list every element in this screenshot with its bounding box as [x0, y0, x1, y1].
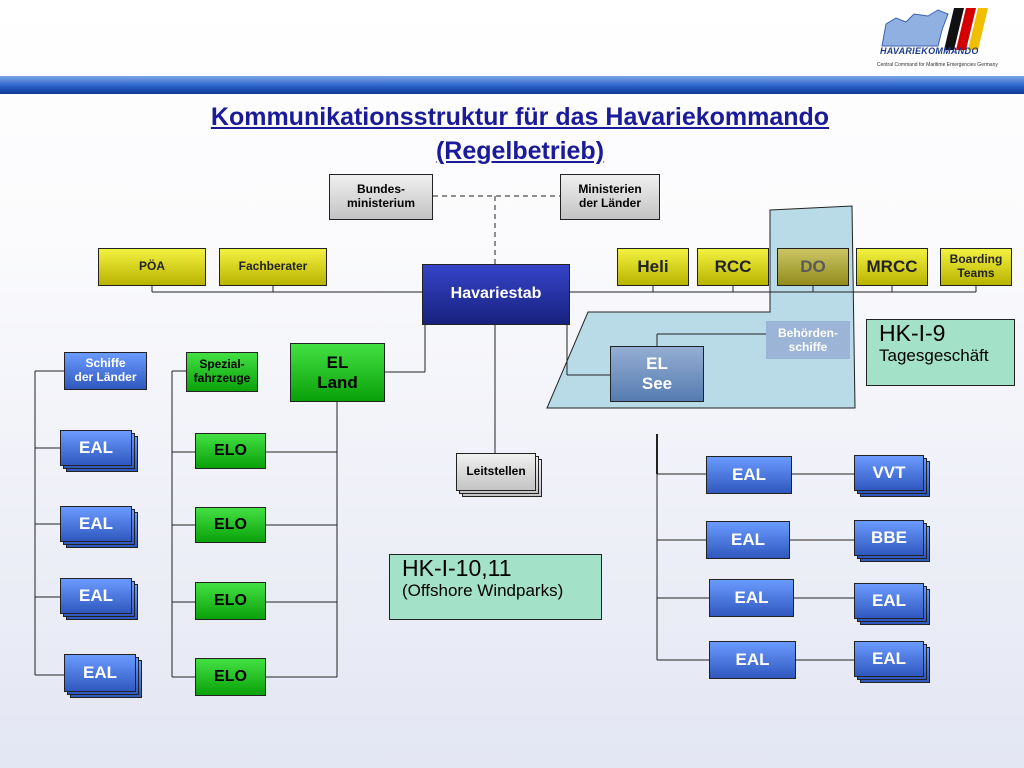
eal-right-2: EAL	[706, 521, 790, 559]
eal-label: EAL	[731, 530, 765, 550]
elo-label: ELO	[214, 515, 247, 533]
hk-i-10-11-title: HK-I-10,11	[402, 555, 512, 581]
logo-tagline: Central Command for Maritime Emergencies…	[877, 62, 998, 68]
mrcc-box: MRCC	[856, 248, 928, 286]
boarding-teams-label: Boarding Teams	[949, 252, 1003, 280]
heli-label: Heli	[637, 257, 669, 277]
elo-box-4: ELO	[195, 658, 266, 696]
el-land-box: EL Land	[290, 343, 385, 402]
hk-i-9-title: HK-I-9	[879, 320, 946, 346]
el-land-label: EL Land	[317, 352, 358, 392]
eal-label: EAL	[735, 650, 770, 670]
spezialfahrzeuge-label: Spezial- fahrzeuge	[193, 357, 251, 385]
page-title: Kommunikationsstruktur für das Havarieko…	[100, 100, 940, 168]
eal-stack-4-front: EAL	[64, 654, 136, 692]
eal-label: EAL	[79, 438, 113, 458]
havariestab-label: Havariestab	[450, 285, 542, 303]
hk-i-9-note: HK-I-9 Tagesgeschäft	[866, 319, 1015, 386]
elo-box-1: ELO	[195, 433, 266, 469]
el-see-label: EL See	[641, 354, 673, 393]
elo-label: ELO	[214, 441, 247, 459]
header-band	[0, 76, 1024, 94]
do-label: DO	[800, 257, 826, 277]
title-line-1: Kommunikationsstruktur für das Havarieko…	[210, 103, 830, 131]
rcc-box: RCC	[697, 248, 769, 286]
schiffe-der-laender-label: Schiffe der Länder	[74, 356, 137, 384]
poa-box: PÖA	[98, 248, 206, 286]
elo-label: ELO	[214, 591, 247, 609]
elo-box-2: ELO	[195, 507, 266, 543]
rcc-label: RCC	[714, 257, 752, 277]
ministerien-box: Ministerien der Länder	[560, 174, 660, 220]
vvt-label: VVT	[872, 463, 906, 483]
spezialfahrzeuge-box: Spezial- fahrzeuge	[186, 352, 258, 392]
el-see-box: EL See	[610, 346, 704, 402]
elo-box-3: ELO	[195, 582, 266, 620]
eal-stack-1-front: EAL	[60, 430, 132, 466]
behoerden-schiffe-label: Behörden- schiffe	[778, 325, 838, 354]
logo-wordmark: HAVARIEKOMMANDO	[880, 46, 979, 56]
behoerden-schiffe-box: Behörden- schiffe	[766, 321, 850, 359]
eal-label: EAL	[872, 649, 906, 669]
heli-box: Heli	[617, 248, 689, 286]
do-box: DO	[777, 248, 849, 286]
bundesministerium-box: Bundes- ministerium	[329, 174, 433, 220]
eal-label: EAL	[79, 586, 113, 606]
leitstellen-label: Leitstellen	[466, 464, 526, 479]
eal-right-stack-2-front: EAL	[854, 641, 924, 677]
poa-label: PÖA	[138, 259, 165, 274]
title-line-2: (Regelbetrieb)	[435, 137, 605, 165]
fachberater-label: Fachberater	[238, 259, 308, 274]
eal-right-stack-1-front: EAL	[854, 583, 924, 619]
hk-i-9-sub: Tagesgeschäft	[879, 346, 989, 366]
hk-i-10-11-sub: (Offshore Windparks)	[402, 581, 564, 601]
leitstellen-front: Leitstellen	[456, 453, 536, 491]
eal-stack-3-front: EAL	[60, 578, 132, 614]
eal-label: EAL	[872, 591, 906, 611]
elo-label: ELO	[214, 667, 247, 685]
eal-label: EAL	[79, 514, 113, 534]
schiffe-der-laender-box: Schiffe der Länder	[64, 352, 147, 390]
bundesministerium-label: Bundes- ministerium	[346, 182, 415, 210]
bbe-front: BBE	[854, 520, 924, 556]
vvt-front: VVT	[854, 455, 924, 491]
eal-label: EAL	[734, 588, 769, 608]
ministerien-label: Ministerien der Länder	[578, 182, 642, 210]
eal-right-3: EAL	[709, 579, 794, 617]
hk-i-10-11-note: HK-I-10,11 (Offshore Windparks)	[389, 554, 602, 620]
fachberater-box: Fachberater	[219, 248, 327, 286]
eal-label: EAL	[732, 465, 766, 485]
eal-stack-2-front: EAL	[60, 506, 132, 542]
bbe-label: BBE	[871, 528, 907, 548]
eal-right-1: EAL	[706, 456, 792, 494]
havariekommando-logo: HAVARIEKOMMANDO Central Command for Mari…	[872, 6, 998, 70]
havariestab-box: Havariestab	[422, 264, 570, 325]
mrcc-label: MRCC	[866, 257, 918, 277]
eal-label: EAL	[83, 663, 117, 683]
eal-right-4: EAL	[709, 641, 796, 679]
boarding-teams-box: Boarding Teams	[940, 248, 1012, 286]
